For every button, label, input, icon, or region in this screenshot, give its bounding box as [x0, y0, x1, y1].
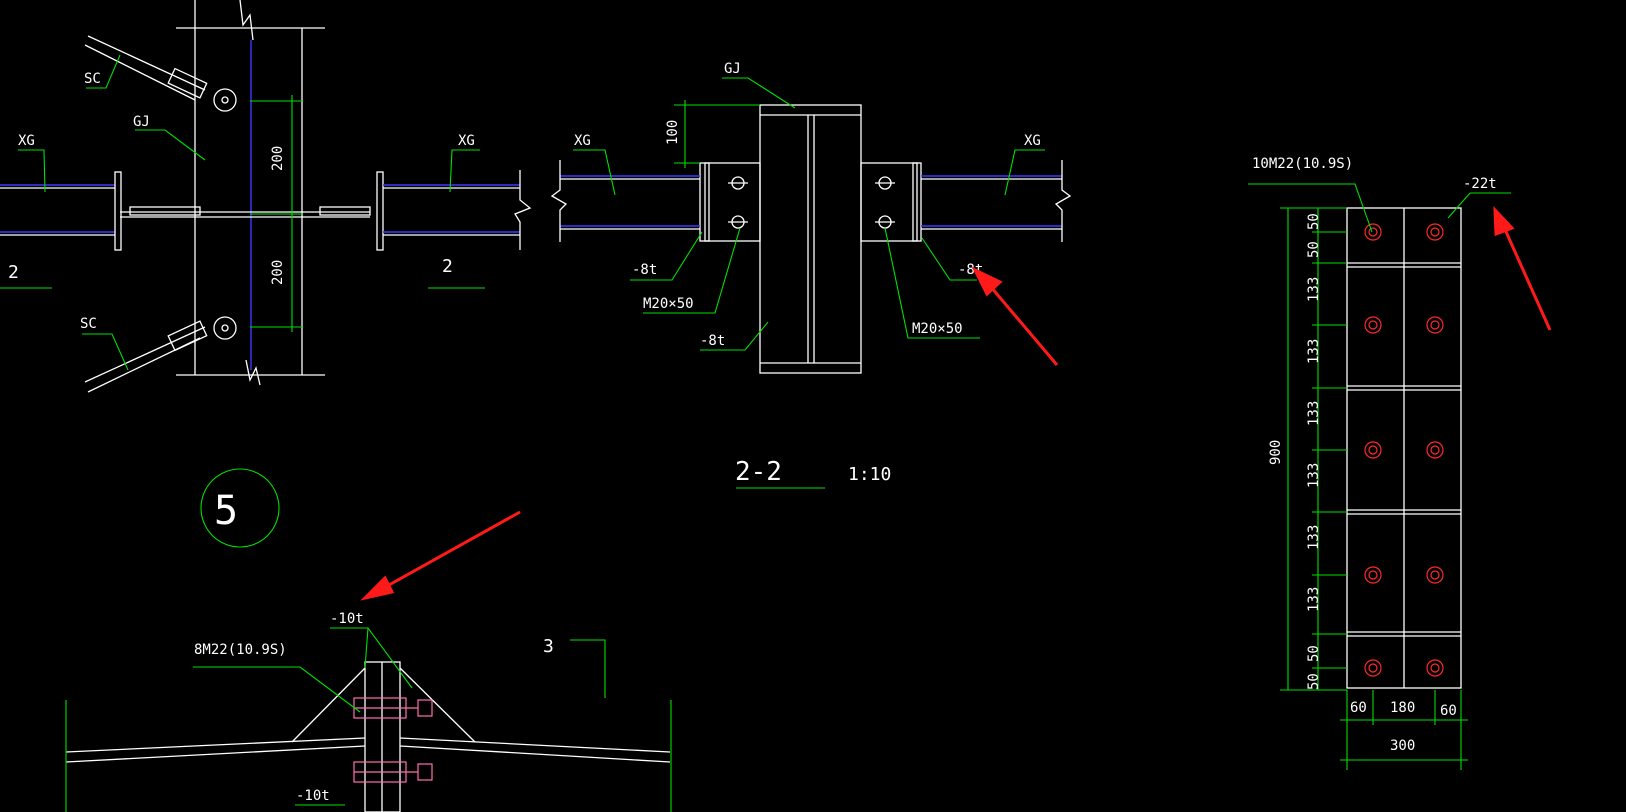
bolt-group: [1364, 223, 1444, 677]
dim-200-upper: 200: [270, 146, 286, 171]
column-brace-detail: 200 200 SC SC GJ XG XG 2 2: [0, 0, 532, 393]
arrow-icon: [360, 510, 521, 601]
label-sc-top: SC: [84, 71, 101, 87]
label-sc-bottom: SC: [80, 316, 97, 332]
dim-100: 100: [665, 120, 681, 145]
dim-50-c: 50: [1306, 645, 1322, 662]
section-3: 3: [543, 636, 554, 657]
label-xg-right: XG: [458, 133, 475, 149]
detail-number-5: 5: [214, 488, 238, 534]
section-2-2-detail: 100 GJ XG XG -8t M20×50 -8t -8t M20×50 2…: [550, 61, 1072, 489]
dim-50-b: 50: [1306, 241, 1322, 258]
dim-300: 300: [1390, 738, 1415, 754]
label-gj-section: GJ: [724, 61, 741, 77]
section-2-left: 2: [8, 262, 19, 283]
label-plate-8t-left: -8t: [632, 262, 657, 278]
label-xg-section-right: XG: [1024, 133, 1041, 149]
dim-133-e: 133: [1306, 525, 1322, 550]
dim-133-f: 133: [1306, 587, 1322, 612]
dim-60-left: 60: [1350, 700, 1367, 716]
label-xg-left: XG: [18, 133, 35, 149]
label-m20-left: M20×50: [643, 296, 694, 312]
section-scale: 1:10: [848, 464, 891, 485]
detail-5: 5 8M22(10.9S) -10t -10t 3: [65, 468, 672, 812]
label-plate-22t: -22t: [1463, 176, 1497, 192]
arrow-icon: [971, 266, 1059, 366]
label-plate-10t-bottom: -10t: [296, 788, 330, 804]
arrow-icon: [1493, 206, 1552, 331]
dim-133-d: 133: [1306, 463, 1322, 488]
label-plate-10t-top: -10t: [330, 611, 364, 627]
dim-133-a: 133: [1306, 277, 1322, 302]
dim-50-d: 50: [1306, 673, 1322, 690]
label-8m22: 8M22(10.9S): [194, 642, 287, 658]
label-m20-right: M20×50: [912, 321, 963, 337]
dim-133-b: 133: [1306, 339, 1322, 364]
dim-133-c: 133: [1306, 401, 1322, 426]
section-2-right: 2: [442, 256, 453, 277]
dim-180: 180: [1390, 700, 1415, 716]
section-title-2-2: 2-2: [735, 457, 782, 487]
label-xg-section-left: XG: [574, 133, 591, 149]
dim-900: 900: [1268, 440, 1284, 465]
dim-50-a: 50: [1306, 213, 1322, 230]
label-10m22: 10M22(10.9S): [1252, 156, 1353, 172]
dim-200-lower: 200: [270, 260, 286, 285]
red-arrows: [360, 206, 1552, 601]
end-plate-elevation: 900 50 50 133 133 133 133 133 133 50 50 …: [1248, 156, 1511, 770]
label-gj-left: GJ: [133, 114, 150, 130]
dim-60-right: 60: [1440, 703, 1457, 719]
label-plate-8t-column: -8t: [700, 333, 725, 349]
